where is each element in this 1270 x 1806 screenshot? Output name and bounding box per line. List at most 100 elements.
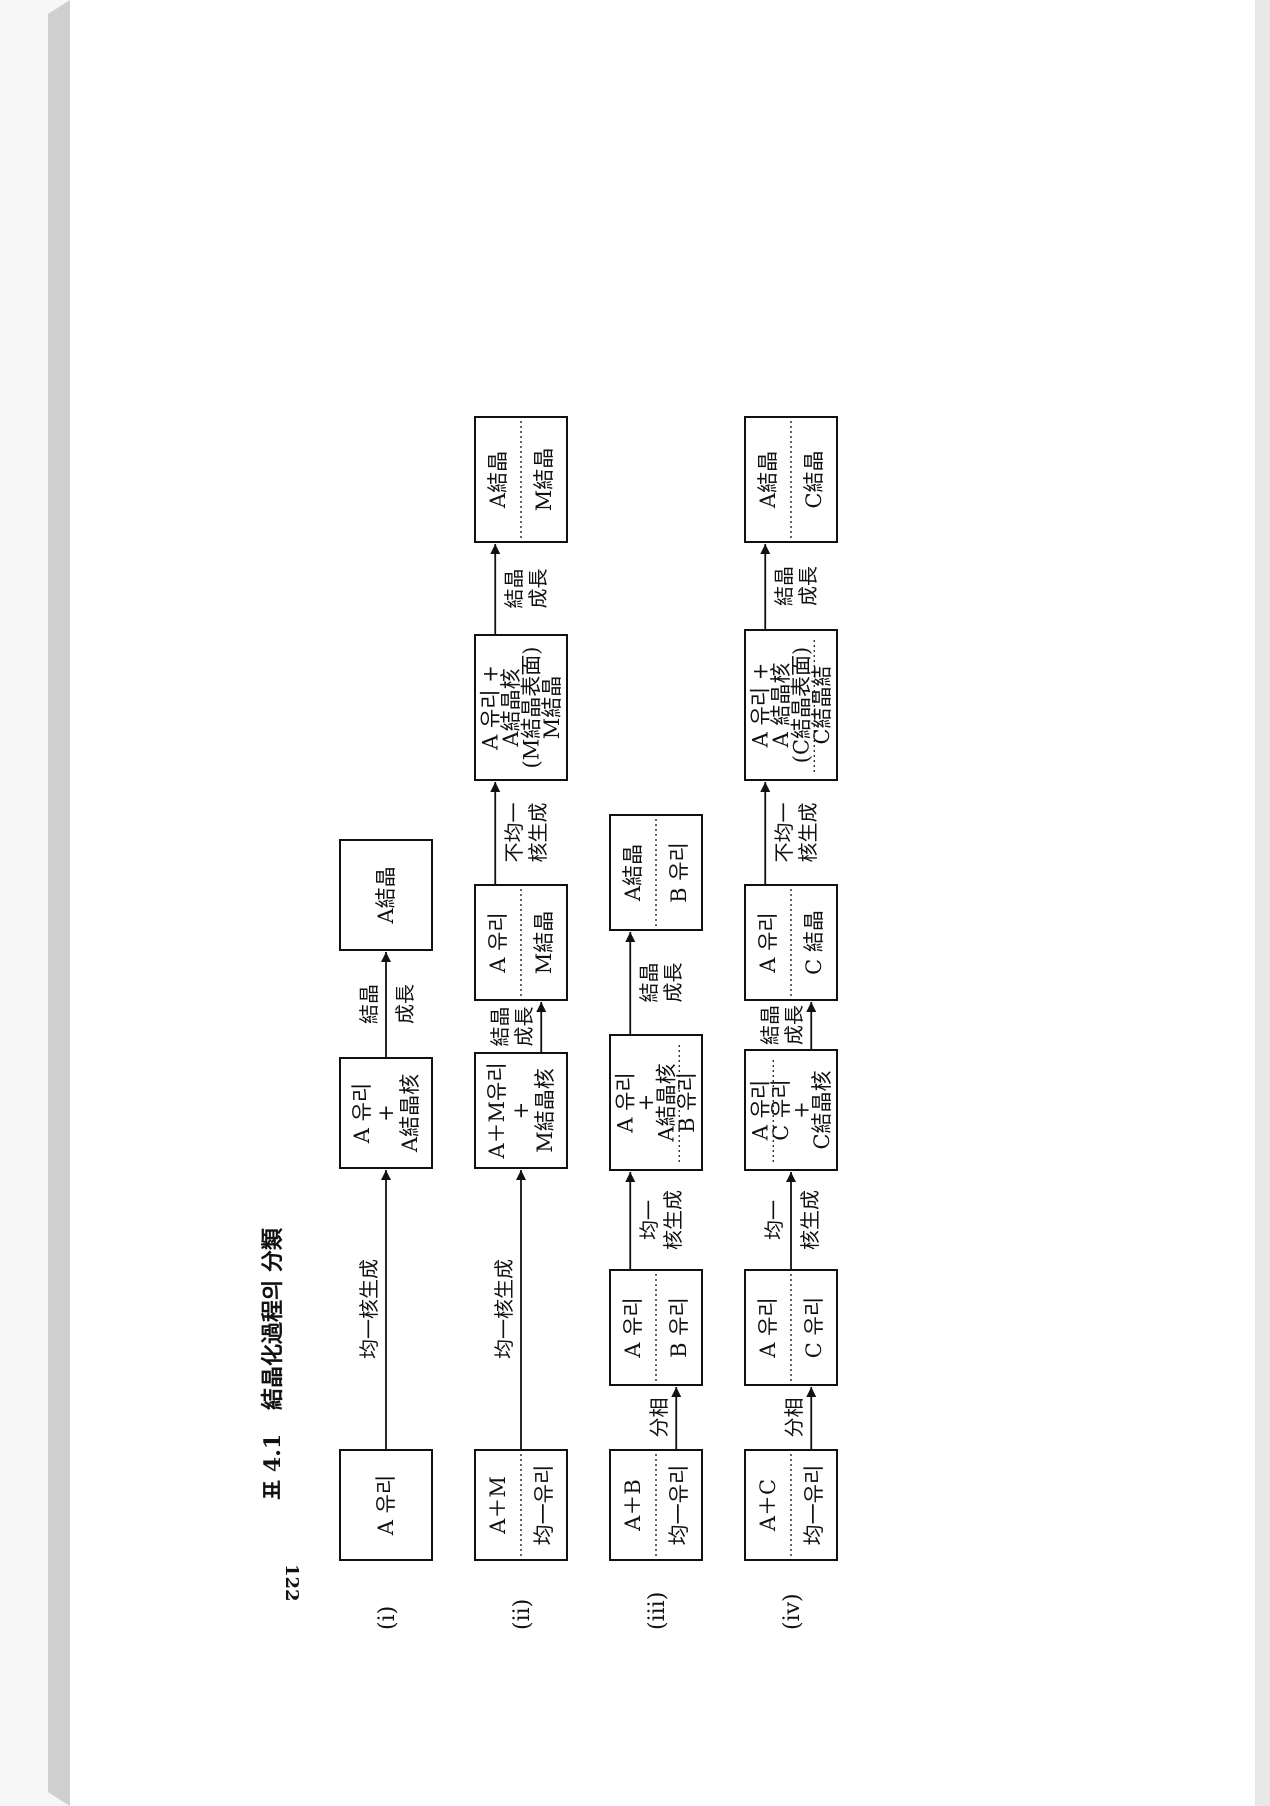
stage-box: A 유리+A結晶核: [339, 1057, 433, 1169]
box-text: +: [634, 1094, 658, 1112]
box-text: A結晶核: [398, 1074, 422, 1153]
stage-box: A＋M유리+M結晶核: [474, 1052, 568, 1169]
table-label: 표 4.1: [260, 1434, 286, 1500]
process-arrow: 分相: [647, 1387, 682, 1450]
box-text: A 結晶核: [769, 663, 793, 749]
box-text: +: [509, 1102, 533, 1120]
process-arrow: 結晶成長: [760, 544, 820, 630]
process-arrow: 結晶成長: [625, 932, 685, 1035]
stage-box-frame: [474, 416, 568, 543]
box-text: A 유리 +: [478, 665, 502, 751]
arrow-label: 不均一: [502, 803, 526, 863]
table-title: 結晶化過程의 分類: [260, 1227, 286, 1410]
row-label: (iv): [780, 1593, 805, 1630]
process-arrow: 結晶成長: [357, 952, 417, 1058]
arrow-label: 結晶: [772, 566, 796, 606]
arrow-label: 成長: [512, 1007, 536, 1047]
arrow-label: 成長: [782, 1005, 806, 1045]
arrow-label: 成長: [393, 984, 417, 1024]
stage-box-frame: [474, 884, 568, 1001]
stage-box: A 유리: [339, 1449, 433, 1561]
arrow-label: 不均一: [772, 803, 796, 863]
box-text: A 유리: [621, 1297, 645, 1358]
arrow-label: 均一核生成: [492, 1259, 516, 1359]
stage-box: A＋B 均一유리: [609, 1449, 703, 1561]
stage-box-frame: [339, 839, 433, 951]
arrow-head-icon: [625, 932, 636, 942]
box-text: (M結晶表面): [519, 647, 543, 769]
process-arrow: 結晶成長: [488, 1002, 547, 1053]
box-text: C結晶: [802, 450, 826, 508]
box-text: +: [789, 1101, 813, 1119]
box-text: M結晶: [540, 676, 564, 740]
stage-box-frame: [744, 1049, 838, 1171]
process-arrow: 不均一核生成: [760, 782, 820, 885]
stage-box: A 유리 C 結晶: [744, 884, 838, 1001]
process-arrow: 不均一核生成: [490, 782, 550, 885]
process-arrow: 均一核生成: [357, 1170, 391, 1450]
stage-box: A結晶: [339, 839, 433, 951]
arrow-label: 成長: [796, 566, 820, 606]
box-text: A 유리 +: [748, 663, 772, 749]
row-label: (ii): [510, 1599, 535, 1630]
box-text: C結晶核: [810, 1070, 834, 1149]
box-text: A＋M: [486, 1476, 510, 1535]
page-number: 122: [281, 1564, 302, 1602]
process-arrow: 結晶成長: [490, 544, 550, 635]
box-text: A 유리: [756, 912, 780, 973]
arrow-head-icon: [786, 1172, 796, 1182]
box-text: C 結晶: [802, 910, 826, 975]
box-text: A 유리: [486, 912, 510, 973]
box-text: A結晶: [621, 844, 645, 902]
stage-box-frame: [609, 1269, 703, 1386]
arrow-head-icon: [490, 544, 501, 554]
process-arrow: 均一核生成: [625, 1172, 685, 1270]
process-arrow: 均一核生成: [762, 1172, 822, 1270]
arrow-label: 結晶: [357, 984, 381, 1024]
stage-box: A 유리C 유리+C結晶核: [744, 1049, 838, 1171]
stage-box-frame: [474, 1052, 568, 1169]
arrow-head-icon: [760, 544, 771, 554]
arrow-head-icon: [806, 1002, 817, 1012]
box-text: A＋B: [621, 1479, 645, 1532]
stage-box-frame: [609, 814, 703, 931]
row-label: (iii): [645, 1592, 670, 1630]
box-text: A 유리: [374, 1475, 398, 1536]
box-text: M結晶: [532, 448, 556, 512]
process-arrow: 均一核生成: [492, 1170, 526, 1450]
box-text: 均一유리: [532, 1465, 556, 1546]
arrow-label: 分相: [782, 1398, 806, 1438]
arrow-label: 均一核生成: [357, 1259, 381, 1359]
box-text: A 유리: [756, 1297, 780, 1358]
arrow-label: 核生成: [526, 803, 550, 863]
row-1: (i)A 유리A 유리+A結晶核A結晶均一核生成結晶成長: [339, 839, 433, 1630]
arrow-label: 核生成: [798, 1190, 822, 1250]
page-right-margin: [1255, 0, 1270, 1806]
box-text: A結晶核: [654, 1063, 678, 1142]
arrow-label: 核生成: [661, 1190, 685, 1250]
arrow-head-icon: [381, 1170, 391, 1180]
arrow-label: 成長: [661, 963, 685, 1003]
box-text: +: [374, 1104, 398, 1122]
arrow-label: 成長: [526, 569, 550, 609]
arrow-head-icon: [806, 1387, 817, 1397]
box-text: C結晶結: [810, 665, 834, 744]
stage-box: A 유리 +A 結晶核(C結晶表面)C結晶結: [744, 629, 838, 781]
box-text: A 유리: [350, 1083, 374, 1144]
arrow-head-icon: [625, 1172, 636, 1182]
stage-box-frame: [744, 629, 838, 781]
arrow-label: 結晶: [502, 569, 526, 609]
process-arrow: 結晶成長: [758, 1002, 817, 1050]
stage-box-frame: [744, 884, 838, 1001]
box-text: A 유리: [613, 1072, 637, 1133]
box-text: 均一유리: [667, 1465, 691, 1546]
arrow-head-icon: [381, 952, 391, 962]
